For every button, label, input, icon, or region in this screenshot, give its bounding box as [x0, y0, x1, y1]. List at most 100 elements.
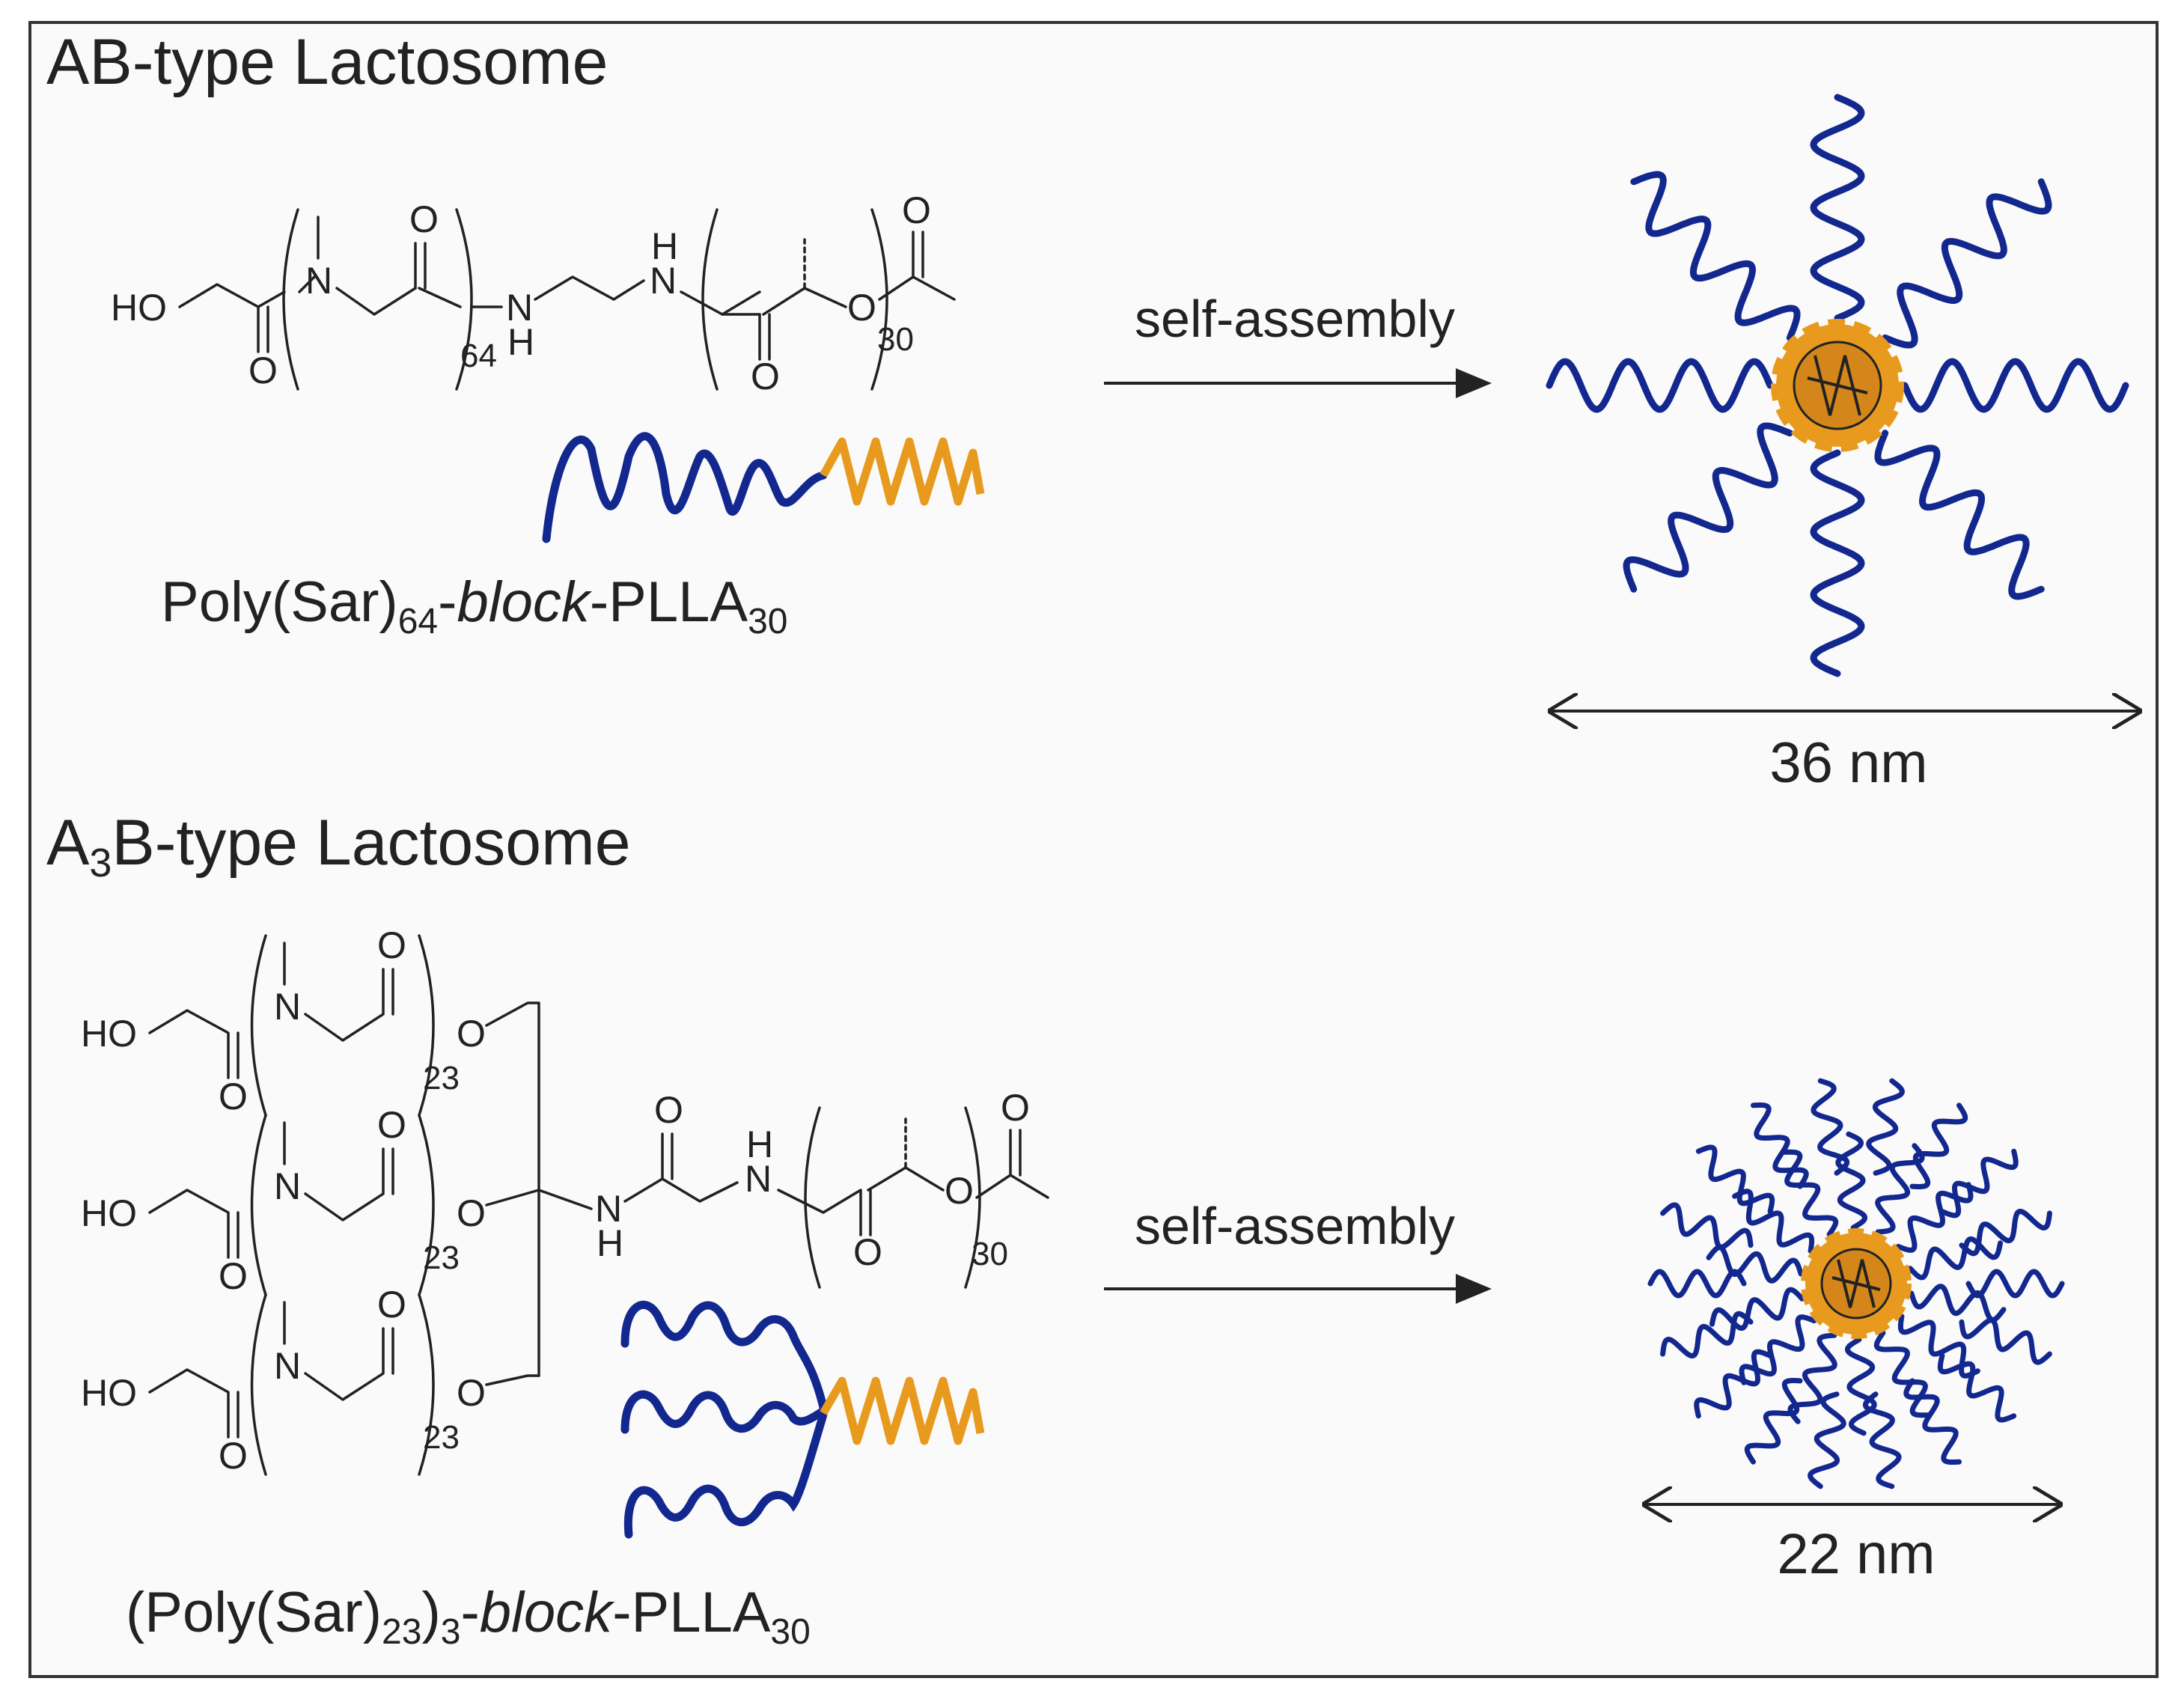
a3b-outer-corona-chain-2	[1959, 1317, 2052, 1365]
a3b-outer-corona-chain-5	[1862, 1391, 1902, 1489]
a3b-chem-o-plla: O	[853, 1231, 882, 1273]
ab-arrow-label: self-assembly	[1135, 290, 1455, 348]
a3b-arm3-sub: 23	[423, 1419, 460, 1456]
ab-size-label: 36 nm	[1769, 731, 1927, 795]
a3b-inner-corona-chain-8	[1706, 1245, 1804, 1284]
a3b-chem-nh-1: N	[595, 1188, 622, 1230]
a3b-arm1-o-1: O	[219, 1076, 248, 1117]
a3b-outer-corona-chain-11	[1660, 1202, 1754, 1250]
ab-corona-chain-6	[1630, 171, 1801, 341]
a3b-chem-sub-30: 30	[971, 1236, 1008, 1272]
a3b-outer-corona-chain-9	[1660, 1311, 1754, 1359]
a3b-arrow-label: self-assembly	[1135, 1197, 1455, 1255]
a3b-outer-corona-chain-10	[1647, 1269, 1747, 1299]
a3b-arm1-o-ester: O	[457, 1013, 486, 1055]
a3b-inner-corona-chain-4	[1844, 1337, 1877, 1436]
ab-chem-nh-1: N	[506, 287, 533, 329]
a3b-outer-corona-chain-12	[1695, 1144, 1775, 1215]
panel-ab: AB-type Lactosome HO O N O 64 N H N H	[46, 26, 2139, 795]
a3b-chem-nh-1-h: H	[597, 1222, 623, 1264]
ab-corona-chain-8	[1882, 178, 2052, 349]
ab-corona-chain-3	[1810, 449, 1865, 677]
a3b-arm1-n: N	[274, 986, 301, 1028]
a3b-micelle-core-strands	[1831, 1259, 1881, 1308]
a3b-micelle-shell	[1647, 1078, 2065, 1489]
ab-chem-sub-30: 30	[877, 321, 914, 358]
ab-corona-chain-1	[1901, 358, 2129, 413]
a3b-outer-corona-chain-8	[1694, 1349, 1773, 1419]
a3b-outer-corona-chain-4	[1903, 1378, 1962, 1465]
ab-chemical-structure: HO O N O 64 N H N H	[111, 189, 956, 397]
a3b-arm-1: HO O N O 23 O	[81, 924, 540, 1377]
ab-micelle-shell	[1546, 94, 2129, 677]
a3b-inner-corona-chain-13	[1895, 1182, 1974, 1253]
ab-chem-nh-2: N	[650, 260, 677, 302]
a3b-inner-corona-chain-3	[1873, 1330, 1931, 1418]
a3b-arm3-ho: HO	[81, 1372, 137, 1414]
ab-chem-sub-64: 64	[460, 338, 497, 374]
a3b-inner-corona-chain-12	[1875, 1143, 1925, 1235]
ab-chem-o-carbonyl-2: O	[409, 198, 439, 240]
ab-micelle	[1546, 94, 2129, 677]
a3b-inner-corona-chain-14	[1907, 1236, 2004, 1281]
a3b-outer-corona-chain-18	[1959, 1208, 2052, 1257]
a3b-polymer-cartoon	[620, 1300, 985, 1539]
ab-corona-chain-4	[1623, 422, 1793, 593]
ab-chem-o-carbonyl-3: O	[751, 356, 780, 397]
a3b-inner-corona-chain-10	[1781, 1149, 1839, 1237]
a3b-chem-nh-2-h: H	[746, 1123, 773, 1165]
a3b-arm1-o-2: O	[377, 924, 406, 966]
panel-ab-title: AB-type Lactosome	[46, 26, 608, 98]
a3b-micelle	[1647, 1078, 2065, 1489]
a3b-cartoon-sar-arm-1	[620, 1300, 828, 1412]
a3b-chem-o-amide: O	[654, 1089, 683, 1131]
a3b-arm2-n: N	[274, 1165, 301, 1207]
panel-a3b-title: A3B-type Lactosome	[46, 807, 631, 885]
a3b-size-label: 22 nm	[1777, 1522, 1935, 1586]
figure-frame	[28, 21, 2159, 1678]
a3b-inner-corona-chain-11	[1835, 1131, 1868, 1230]
a3b-outer-corona-chain-6	[1808, 1391, 1846, 1489]
ab-polymer-name: Poly(Sar)64-block-PLLA30	[161, 570, 787, 641]
ab-chem-o-terminal: O	[902, 189, 931, 231]
a3b-outer-corona-chain-7	[1744, 1378, 1803, 1465]
ab-chem-nh-2-h: H	[651, 225, 678, 267]
ab-chem-ho: HO	[111, 287, 167, 329]
a3b-outer-corona-chain-1	[1965, 1269, 2065, 1299]
ab-cartoon-plla-block	[820, 437, 985, 506]
a3b-arm1-sub: 23	[423, 1060, 460, 1096]
a3b-arm3-o-ester: O	[457, 1372, 486, 1414]
ab-chem-nh-1-h: H	[507, 321, 534, 363]
panel-a3b: A3B-type Lactosome HO O N O 23 O HO	[46, 807, 2065, 1652]
ab-chem-o-ester: O	[847, 287, 876, 329]
a3b-inner-corona-chain-6	[1739, 1314, 1817, 1385]
a3b-cartoon-sar-arm-2	[620, 1390, 828, 1434]
a3b-cartoon-sar-arm-3	[623, 1410, 828, 1539]
a3b-arm-2: HO O N O 23 O	[81, 1104, 540, 1297]
a3b-inner-corona-chain-7	[1709, 1287, 1805, 1332]
ab-corona-chain-5	[1546, 358, 1774, 413]
a3b-arm1-ho: HO	[81, 1013, 137, 1055]
a3b-outer-corona-chain-15	[1866, 1078, 1905, 1176]
ab-micelle-core-strands	[1807, 355, 1868, 416]
a3b-arm2-o-2: O	[377, 1104, 406, 1146]
a3b-outer-corona-chain-13	[1751, 1102, 1809, 1189]
a3b-arm3-n: N	[274, 1345, 301, 1387]
a3b-outer-corona-chain-17	[1939, 1148, 2019, 1218]
ab-corona-chain-2	[1874, 430, 2045, 600]
a3b-chem-o-ester: O	[945, 1170, 974, 1212]
a3b-outer-corona-chain-16	[1909, 1102, 1968, 1189]
a3b-arm3-o-2: O	[377, 1284, 406, 1326]
a3b-chem-o-terminal: O	[1001, 1087, 1030, 1129]
ab-chem-n-methyl: N	[305, 260, 332, 302]
a3b-outer-corona-chain-14	[1811, 1078, 1850, 1176]
a3b-cartoon-plla-block	[820, 1376, 985, 1445]
a3b-arm3-o-1: O	[219, 1435, 248, 1477]
a3b-inner-corona-chain-5	[1787, 1332, 1837, 1424]
ab-chem-o-carbonyl-1: O	[248, 350, 278, 391]
a3b-chemical-structure: HO O N O 23 O HO O N	[81, 924, 1049, 1477]
a3b-outer-corona-chain-3	[1937, 1352, 2017, 1423]
ab-cartoon-sar-block	[542, 432, 828, 543]
a3b-arm2-o-1: O	[219, 1255, 248, 1297]
